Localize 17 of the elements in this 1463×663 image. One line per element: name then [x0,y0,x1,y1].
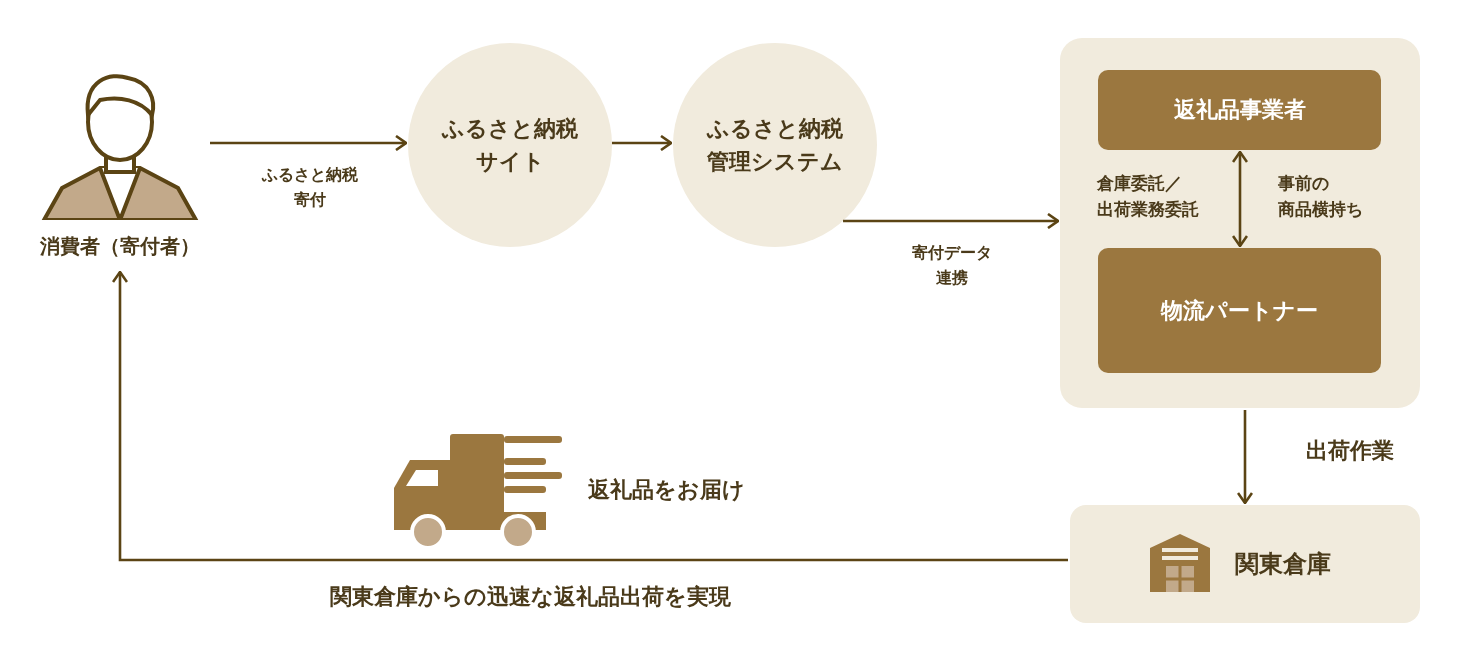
process-box: 返礼品事業者 [1098,70,1381,150]
text-label: 事前の商品横持ち [1278,172,1363,222]
text-label: 倉庫委託／出荷業務委託 [1097,172,1199,222]
group-panel [1060,38,1420,408]
arrow [210,134,408,152]
arrow [1236,410,1254,505]
text-label: 返礼品をお届け [588,476,745,504]
warehouse-box [1070,505,1420,623]
process-circle: ふるさと納税サイト [408,43,612,247]
process-box: 物流パートナー [1098,248,1381,373]
person-label: 消費者（寄付者） [39,233,201,260]
arrow [843,212,1060,230]
process-circle: ふるさと納税管理システム [673,43,877,247]
box-label: 関東倉庫 [1235,549,1331,580]
arrow [612,134,673,152]
arrow [111,270,1068,562]
arrow [1231,150,1249,248]
